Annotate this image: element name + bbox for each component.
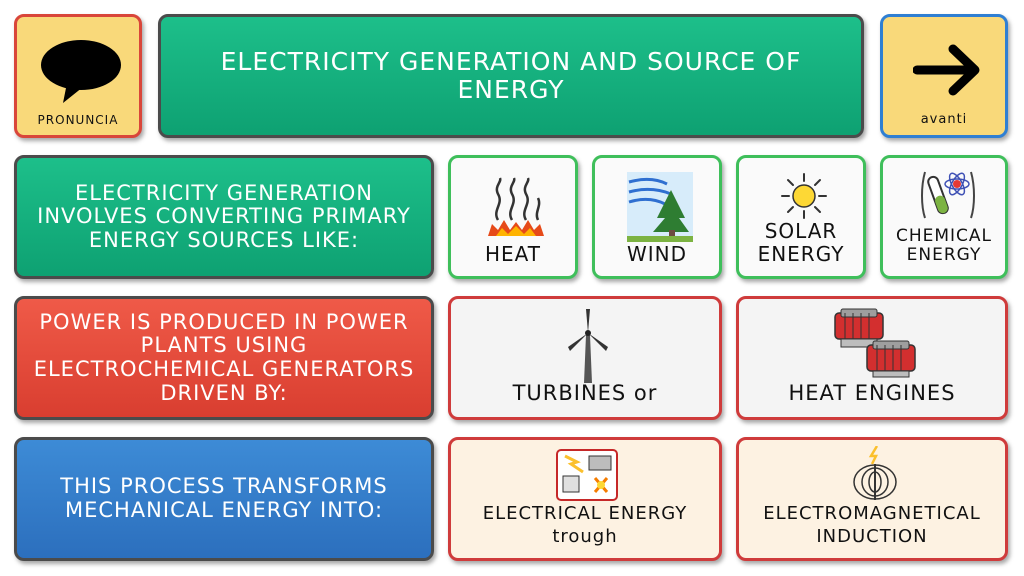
tile-electrical-energy-line1: ELECTRICAL ENERGY bbox=[482, 503, 688, 524]
arrow-right-icon bbox=[913, 44, 980, 96]
sun-icon bbox=[781, 173, 827, 219]
tile-electrical-energy[interactable]: ELECTRICAL ENERGY trough bbox=[448, 437, 722, 561]
pronuncia-label: PRONUNCIA bbox=[37, 113, 119, 127]
tile-heat[interactable]: HEAT bbox=[448, 155, 578, 279]
engine-icon bbox=[834, 308, 916, 378]
avanti-label: avanti bbox=[920, 112, 968, 127]
tile-chemical-energy-label: CHEMICAL ENERGY bbox=[895, 225, 993, 266]
magnetic-field-icon bbox=[853, 446, 897, 500]
tile-wind-label: WIND bbox=[626, 242, 688, 266]
tile-chemical-energy[interactable]: CHEMICAL ENERGY bbox=[880, 155, 1008, 279]
tile-solar-energy-label: SOLAR ENERGY bbox=[757, 219, 845, 266]
tile-electrical-energy-label: ELECTRICAL ENERGY trough bbox=[451, 503, 719, 548]
wind-turbine-icon bbox=[568, 309, 608, 383]
statement-energy-sources: ELECTRICITY GENERATION INVOLVES CONVERTI… bbox=[14, 155, 434, 279]
tile-turbines-label: TURBINES or bbox=[512, 381, 658, 405]
tile-heat-engines[interactable]: HEAT ENGINES bbox=[736, 296, 1008, 420]
speech-bubble-icon bbox=[41, 40, 121, 103]
tile-heat-label: HEAT bbox=[484, 242, 542, 266]
statement-transformation: THIS PROCESS TRANSFORMS MECHANICAL ENERG… bbox=[14, 437, 434, 561]
electricity-icon bbox=[556, 449, 618, 501]
statement-power-plants: POWER IS PRODUCED IN POWER PLANTS USING … bbox=[14, 296, 434, 420]
heat-icon bbox=[488, 177, 544, 236]
page-title-text: ELECTRICITY GENERATION AND SOURCE OF ENE… bbox=[220, 47, 802, 104]
tile-solar-energy[interactable]: SOLAR ENERGY bbox=[736, 155, 866, 279]
statement-text: ELECTRICITY GENERATION INVOLVES CONVERTI… bbox=[37, 180, 411, 252]
tile-electrical-energy-line2: trough bbox=[552, 525, 618, 547]
tile-turbines[interactable]: TURBINES or bbox=[448, 296, 722, 420]
statement-text: THIS PROCESS TRANSFORMS MECHANICAL ENERG… bbox=[60, 474, 388, 522]
wind-icon bbox=[627, 172, 693, 242]
chemistry-icon bbox=[921, 171, 975, 219]
tile-electromagnetic-induction[interactable]: ELECTROMAGNETICAL INDUCTION bbox=[736, 437, 1008, 561]
page-title: ELECTRICITY GENERATION AND SOURCE OF ENE… bbox=[158, 14, 864, 138]
tile-wind[interactable]: WIND bbox=[592, 155, 722, 279]
statement-text: POWER IS PRODUCED IN POWER PLANTS USING … bbox=[33, 309, 415, 405]
tile-electromagnetic-induction-label: ELECTROMAGNETICAL INDUCTION bbox=[763, 503, 981, 547]
avanti-button[interactable]: avanti bbox=[880, 14, 1008, 138]
pronuncia-button[interactable]: PRONUNCIA bbox=[14, 14, 142, 138]
tile-heat-engines-label: HEAT ENGINES bbox=[788, 380, 956, 405]
